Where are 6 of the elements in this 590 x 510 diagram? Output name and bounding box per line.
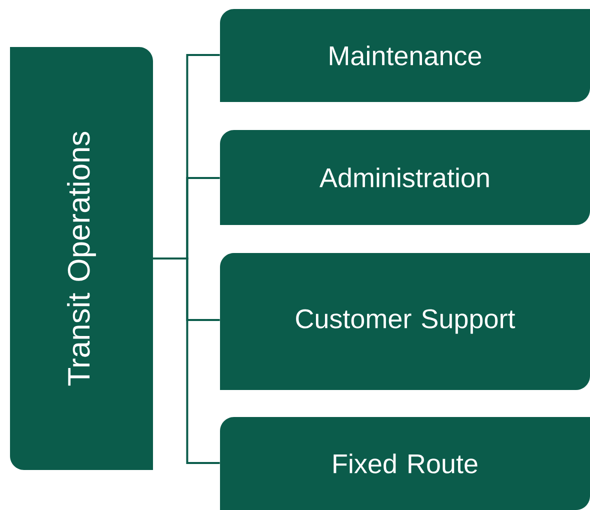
connector-line <box>153 258 220 464</box>
process-box: Maintenance <box>220 9 590 102</box>
process-box: Administration <box>220 130 590 225</box>
process-box: Fixed Route <box>220 417 590 510</box>
process-box: Customer Support <box>220 253 590 390</box>
vertical-title-box: Transit Operations <box>10 47 153 470</box>
